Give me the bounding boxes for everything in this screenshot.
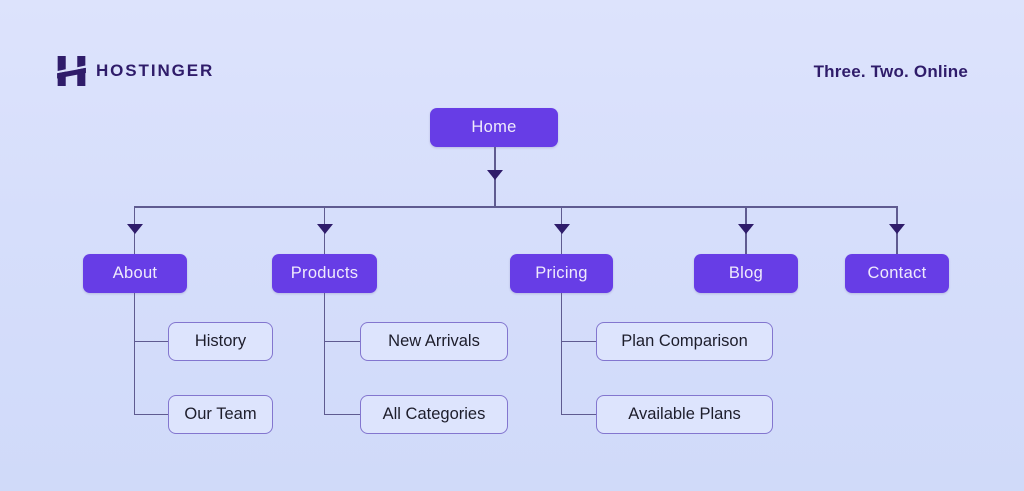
node-plan-comparison[interactable]: Plan Comparison xyxy=(596,322,773,361)
connector-line xyxy=(134,413,168,415)
arrow-down-icon xyxy=(889,224,905,234)
node-all-categories[interactable]: All Categories xyxy=(360,395,508,434)
node-pricing[interactable]: Pricing xyxy=(510,254,613,293)
node-blog[interactable]: Blog xyxy=(694,254,798,293)
node-history[interactable]: History xyxy=(168,322,273,361)
connector-line xyxy=(134,340,168,342)
node-home[interactable]: Home xyxy=(430,108,558,147)
arrow-down-icon xyxy=(316,224,333,234)
connector-line xyxy=(324,340,360,342)
node-new-arrivals[interactable]: New Arrivals xyxy=(360,322,508,361)
node-products[interactable]: Products xyxy=(272,254,377,293)
brand-tagline: Three. Two. Online xyxy=(813,62,968,81)
node-about[interactable]: About xyxy=(83,254,187,293)
arrow-down-icon xyxy=(126,224,143,234)
connector-line xyxy=(133,293,136,414)
connector-line xyxy=(323,293,326,414)
connector-line xyxy=(561,413,596,415)
arrow-down-icon xyxy=(487,170,503,180)
brand-wordmark: HOSTINGER xyxy=(96,61,215,80)
node-contact[interactable]: Contact xyxy=(845,254,949,293)
arrow-down-icon xyxy=(738,224,754,234)
brand-header: HOSTINGER xyxy=(57,56,214,86)
connector-line xyxy=(324,413,360,415)
node-available-plans[interactable]: Available Plans xyxy=(596,395,773,434)
hostinger-logo-icon xyxy=(57,56,86,86)
arrow-down-icon xyxy=(553,224,570,234)
connector-line xyxy=(561,340,596,342)
connector-line xyxy=(134,206,897,208)
node-our-team[interactable]: Our Team xyxy=(168,395,273,434)
connector-line xyxy=(560,293,563,414)
